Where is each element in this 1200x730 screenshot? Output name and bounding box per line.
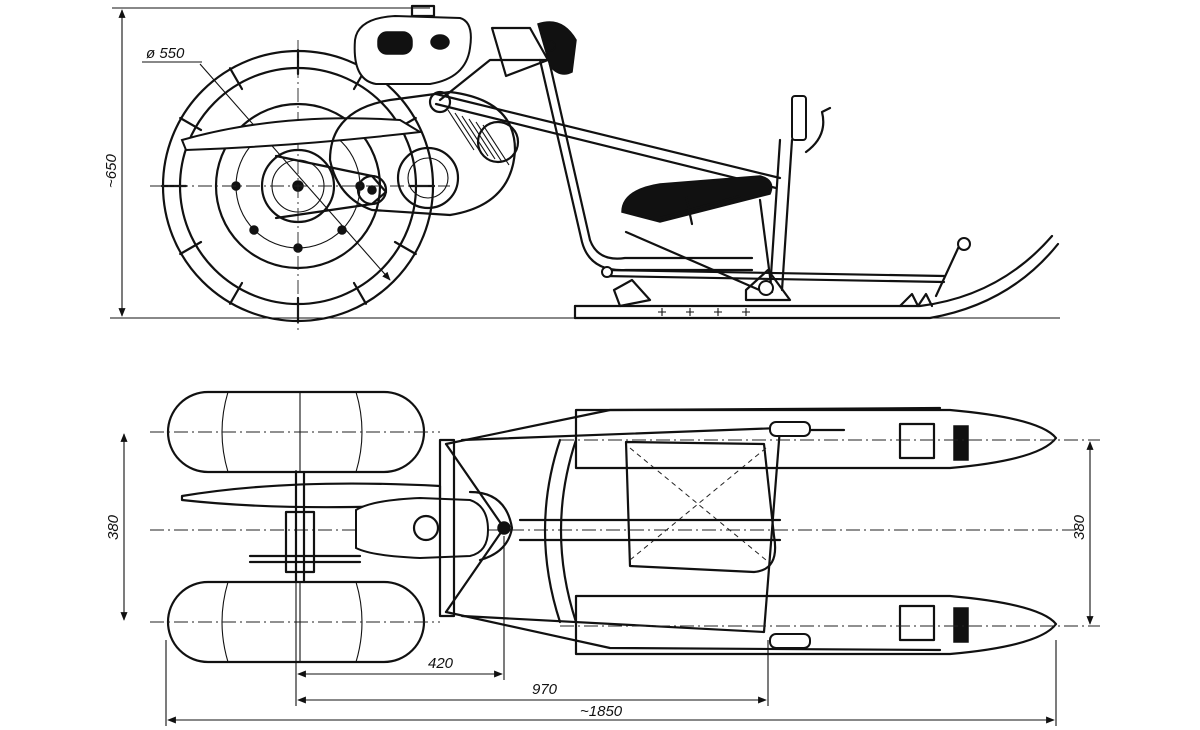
track-left-label: 380 (105, 514, 122, 540)
overall-length-label: ~1850 (580, 703, 623, 720)
track-dimension-right: 380 (1071, 441, 1094, 625)
ski-bolts (658, 308, 750, 316)
top-wheel-lower (150, 580, 440, 664)
top-wheel-upper (150, 390, 440, 474)
frame (434, 54, 782, 294)
chain-drive (274, 154, 388, 220)
diameter-callout: ø 550 (142, 45, 391, 281)
cylinder-fins (447, 109, 510, 166)
offset-420-label: 420 (428, 655, 454, 672)
fuel-tank (353, 4, 472, 85)
seat-top (518, 440, 782, 574)
steering-column (768, 95, 832, 292)
height-label: ~650 (103, 154, 120, 188)
top-frame (444, 406, 942, 652)
engine-top (355, 438, 514, 618)
saddle (621, 175, 773, 223)
track-right-label: 380 (1071, 514, 1088, 540)
engine (328, 90, 520, 217)
track-dimension-left: 380 (105, 433, 128, 621)
length-970-label: 970 (532, 681, 558, 698)
top-ski-upper (574, 408, 1058, 470)
top-view: 380 380 420 970 ~1850 (105, 390, 1100, 726)
length-dimensions: 420 970 ~1850 (165, 470, 1057, 726)
wheel-diameter-label: ø 550 (146, 45, 185, 62)
height-dimension: ~650 (103, 9, 126, 317)
top-ski-lower (574, 594, 1058, 656)
wheel-fender (180, 117, 424, 152)
rear-bracket (490, 21, 577, 78)
side-ski (573, 234, 1060, 320)
side-view: ~650 ø 550 (103, 4, 1060, 330)
